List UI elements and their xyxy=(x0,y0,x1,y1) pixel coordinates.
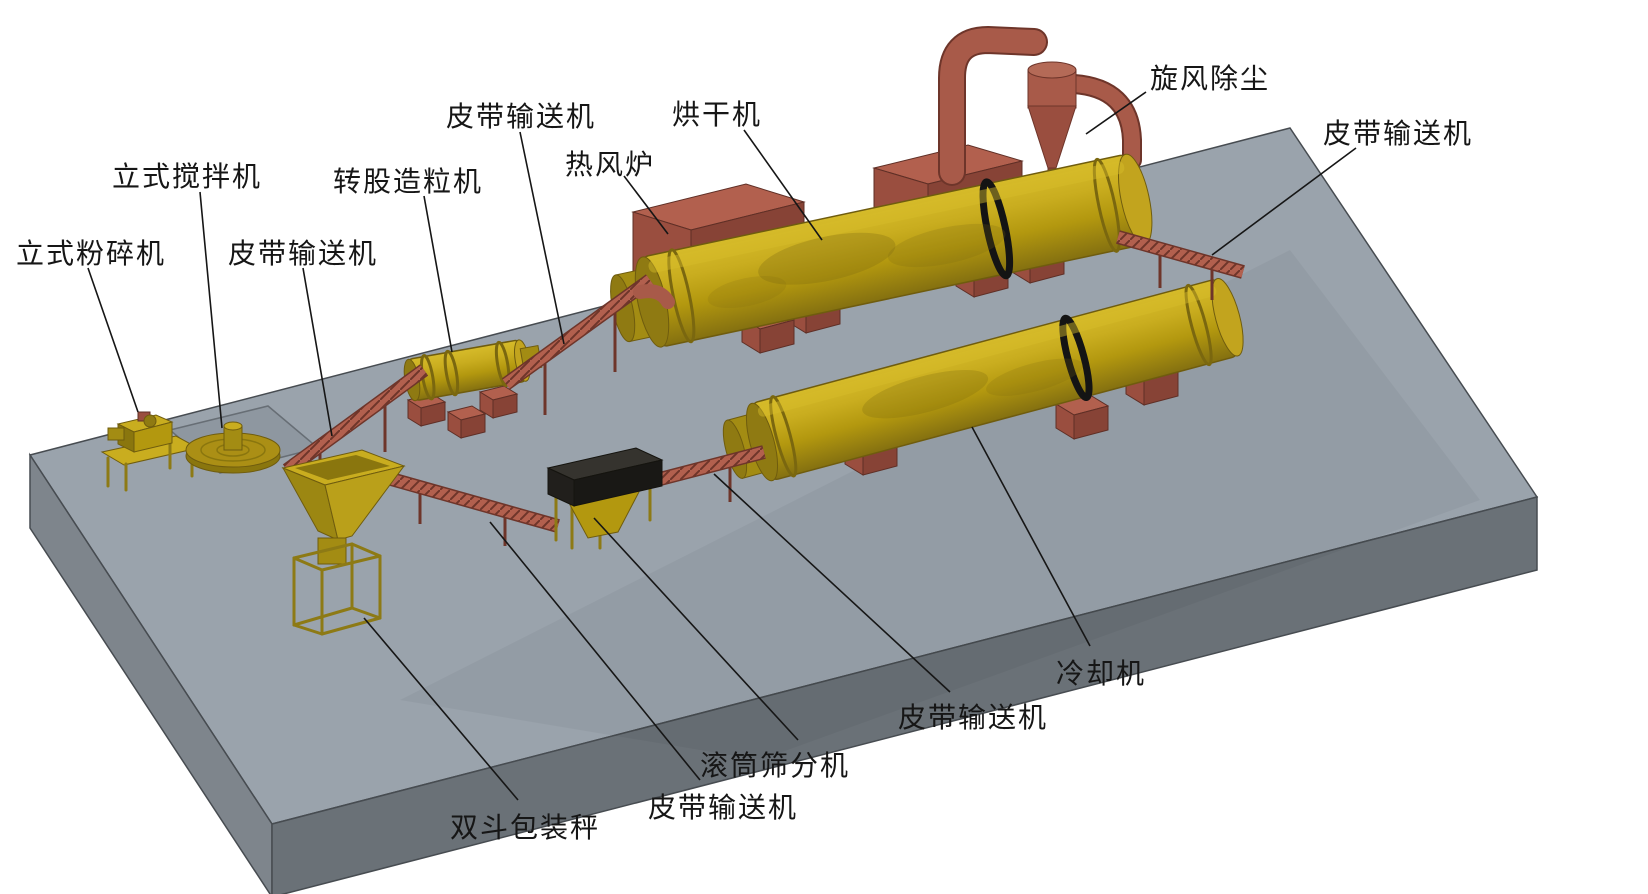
label-cooler: 冷却机 xyxy=(1056,659,1147,690)
label-belt-conveyor-1: 皮带输送机 xyxy=(228,239,379,270)
label-belt-conveyor-3: 皮带输送机 xyxy=(1323,119,1474,150)
label-hot-air-furnace: 热风炉 xyxy=(565,150,656,181)
belt-conveyor-granulator-to-dryer xyxy=(501,274,675,415)
cyclone-cone xyxy=(1027,105,1077,169)
cyclone-assembly xyxy=(938,25,1142,186)
label-vertical-crusher: 立式粉碎机 xyxy=(16,239,167,270)
label-drum-screen: 滚筒筛分机 xyxy=(700,751,851,782)
label-belt-conveyor-2: 皮带输送机 xyxy=(446,102,597,133)
belt-conveyor-dryer-discharge xyxy=(1116,230,1245,300)
label-cyclone: 旋风除尘 xyxy=(1150,64,1271,95)
label-dryer: 烘干机 xyxy=(672,100,763,131)
packing-scale-frame xyxy=(292,542,382,636)
packing-scale-machine xyxy=(281,449,406,636)
mixer-machine xyxy=(185,421,281,474)
drum-screen-machine xyxy=(546,447,664,550)
cooler-drum xyxy=(722,277,1244,482)
label-belt-conveyor-5: 皮带输送机 xyxy=(648,793,799,824)
label-packing-scale: 双斗包装秤 xyxy=(450,813,601,844)
label-belt-conveyor-4: 皮带输送机 xyxy=(898,703,1049,734)
label-granulator: 转股造粒机 xyxy=(333,167,484,198)
leader-lines xyxy=(87,91,1357,801)
label-vertical-mixer: 立式搅拌机 xyxy=(112,162,263,193)
